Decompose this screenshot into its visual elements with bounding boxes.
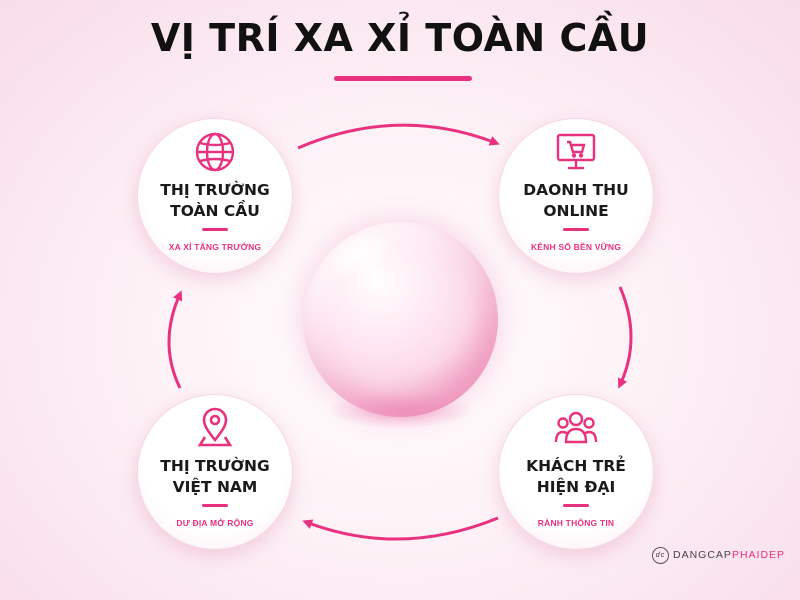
node-label: DAONH THU ONLINE [523, 181, 629, 220]
node-separator [563, 228, 589, 231]
users-icon [554, 411, 598, 444]
arrow-top [297, 123, 500, 150]
brand-name-part2: PHAIDEP [731, 549, 786, 561]
page-title: VỊ TRÍ XA XỈ TOÀN CẦU [150, 16, 650, 60]
node-subtitle: XA XỈ TĂNG TRƯỞNG [168, 242, 262, 252]
node-global-market: THỊ TRƯỜNG TOÀN CẦU XA XỈ TĂNG TRƯỞNG [137, 118, 293, 274]
node-young-customers: KHÁCH TRẺ HIỆN ĐẠI RÀNH THÔNG TIN [498, 394, 654, 550]
node-subtitle: RÀNH THÔNG TIN [537, 518, 615, 528]
node-online-revenue: DAONH THU ONLINE KÊNH SỐ BỀN VỮNG [498, 118, 654, 274]
node-separator [563, 504, 589, 507]
location-pin-icon [197, 407, 233, 447]
node-separator [202, 228, 228, 231]
node-subtitle: KÊNH SỐ BỀN VỮNG [530, 242, 622, 252]
node-label: THỊ TRƯỜNG VIỆT NAM [160, 457, 270, 496]
arrow-left [167, 290, 183, 389]
arrow-right [618, 286, 633, 389]
globe-icon [195, 132, 235, 172]
node-vietnam-market: THỊ TRƯỜNG VIỆT NAM DƯ ĐỊA MỞ RỘNG [137, 394, 293, 550]
node-label: KHÁCH TRẺ HIỆN ĐẠI [526, 457, 626, 496]
brand-logo-icon: dc [652, 546, 669, 564]
brand-name-part1: DANGCAP [673, 549, 732, 561]
crystal-sphere [303, 222, 498, 417]
arrow-bottom [302, 516, 499, 541]
monitor-cart-icon [556, 133, 596, 170]
node-separator [202, 504, 228, 507]
node-subtitle: DƯ ĐỊA MỞ RỘNG [176, 518, 254, 528]
node-label: THỊ TRƯỜNG TOÀN CẦU [160, 181, 270, 220]
title-underline [334, 76, 472, 81]
